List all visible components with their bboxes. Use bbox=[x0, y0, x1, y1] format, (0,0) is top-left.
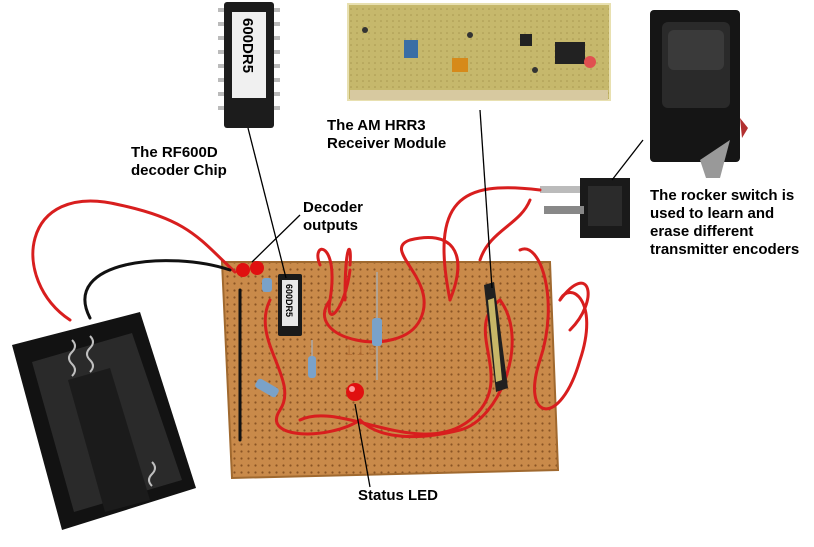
battery-holder bbox=[12, 312, 196, 530]
annotation-decoder-outputs-line-2: outputs bbox=[303, 217, 358, 234]
chip-marking: 600DR5 bbox=[239, 18, 256, 73]
board-decoder-chip: 600DR5 bbox=[278, 274, 302, 336]
annotation-rocker-switch: The rocker switch is used to learn and e… bbox=[650, 187, 799, 259]
leds bbox=[236, 261, 364, 401]
annotation-receiver-module: The AM HRR3 Receiver Module bbox=[327, 117, 446, 153]
annotation-decoder-outputs: Decoder outputs bbox=[303, 199, 363, 235]
annotation-status-led-line-1: Status LED bbox=[358, 487, 439, 504]
annotation-receiver-line-2: Receiver Module bbox=[327, 135, 447, 152]
resistors bbox=[255, 272, 382, 398]
annotation-decoder-chip: The RF600D decoder Chip bbox=[131, 144, 227, 180]
board-receiver-module bbox=[484, 282, 508, 392]
annotation-decoder-chip-line-2: decoder Chip bbox=[131, 162, 227, 179]
leader-lines bbox=[247, 109, 644, 488]
decoder-chip-photo: 600DR5 bbox=[218, 2, 280, 128]
rocker-switch-photo bbox=[650, 10, 748, 178]
wires bbox=[31, 186, 590, 442]
annotation-status-led: Status LED bbox=[358, 487, 438, 505]
svg-text:1 1 5: 1 1 5 bbox=[345, 342, 376, 358]
annotation-rocker-switch-line-3: erase different bbox=[650, 223, 754, 240]
switch-on-board bbox=[540, 178, 630, 238]
annotation-rocker-switch-line-2: used to learn and bbox=[650, 205, 775, 222]
board-chip-marking: 600DR5 bbox=[284, 284, 294, 317]
annotation-decoder-chip-line-1: The RF600D bbox=[131, 144, 218, 161]
annotation-receiver-line-1: The AM HRR3 bbox=[327, 117, 426, 134]
annotation-rocker-switch-line-4: transmitter encoders bbox=[650, 241, 800, 258]
receiver-module-photo bbox=[347, 3, 611, 101]
annotation-rocker-switch-line-1: The rocker switch is bbox=[650, 187, 795, 204]
annotation-decoder-outputs-line-1: Decoder bbox=[303, 199, 364, 216]
